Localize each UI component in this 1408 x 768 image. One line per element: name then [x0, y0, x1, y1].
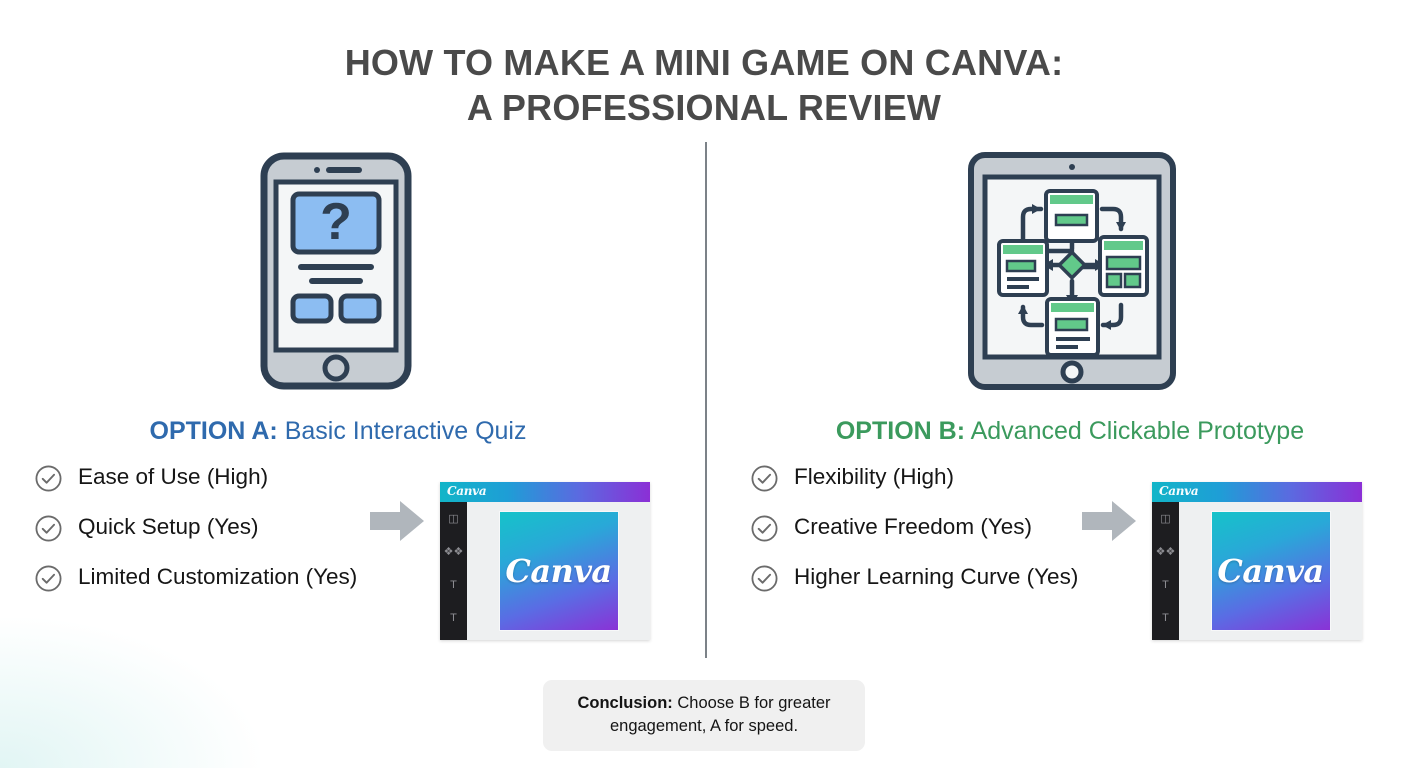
- canva-artwork-label: Canva: [1217, 552, 1324, 590]
- feature-label: Creative Freedom (Yes): [794, 514, 1033, 539]
- check-circle-icon: [751, 565, 778, 592]
- option-b-heading: OPTION B: Advanced Clickable Prototype: [708, 416, 1408, 446]
- option-b-name: Advanced Clickable Prototype: [965, 417, 1305, 445]
- check-circle-icon: [751, 515, 778, 542]
- list-item: Limited Customization (Yes): [34, 562, 364, 593]
- option-a-column: ? OPTION A: Basic Interactive Quiz Ease …: [0, 140, 700, 660]
- feature-label: Higher Learning Curve (Yes): [794, 564, 1079, 589]
- canva-artwork-label: Canva: [505, 552, 612, 590]
- canva-canvas-area: Canva: [467, 502, 650, 640]
- svg-text:?: ?: [320, 193, 352, 251]
- option-b-column: OPTION B: Advanced Clickable Prototype F…: [708, 140, 1408, 660]
- canva-logo: Canva: [1159, 484, 1199, 498]
- canva-editor-mock: Canva ◫ ❖❖ T T Canva: [1152, 482, 1362, 640]
- smartphone-quiz-svg: ?: [260, 152, 412, 389]
- page-title: HOW TO MAKE A MINI GAME ON CANVA: A PROF…: [0, 40, 1408, 131]
- feature-label: Flexibility (High): [794, 464, 955, 489]
- smartphone-quiz-illustration: ?: [0, 148, 700, 393]
- elements-grid-icon[interactable]: ❖❖: [443, 546, 464, 558]
- tablet-flowchart-illustration: [708, 148, 1408, 393]
- check-circle-icon: [35, 515, 62, 542]
- feature-label: Ease of Use (High): [78, 464, 269, 489]
- tablet-flowchart-svg: [968, 151, 1176, 390]
- conclusion-lead: Conclusion:: [577, 694, 673, 712]
- option-b-detail-row: Flexibility (High) Creative Freedom (Yes…: [708, 462, 1408, 640]
- feature-label: Quick Setup (Yes): [78, 514, 259, 539]
- option-b-feature-list: Flexibility (High) Creative Freedom (Yes…: [750, 462, 1080, 612]
- list-item: Creative Freedom (Yes): [750, 512, 1080, 543]
- option-a-tag: OPTION A:: [149, 417, 278, 445]
- flow-node-bottom: [1045, 296, 1100, 357]
- canva-canvas-area: Canva: [1179, 502, 1362, 640]
- option-a-heading: OPTION A: Basic Interactive Quiz: [0, 416, 700, 446]
- text-icon[interactable]: T: [450, 578, 457, 591]
- check-circle-icon: [35, 565, 62, 592]
- column-divider: [705, 142, 707, 658]
- canva-editor-mock: Canva ◫ ❖❖ T T Canva: [440, 482, 650, 640]
- canva-topbar: Canva: [440, 482, 650, 502]
- option-b-tag: OPTION B:: [835, 417, 966, 445]
- text-small-icon[interactable]: T: [450, 611, 457, 624]
- right-arrow-icon: [370, 501, 424, 541]
- option-a-feature-list: Ease of Use (High) Quick Setup (Yes) Lim…: [34, 462, 364, 612]
- layout-icon[interactable]: ◫: [1160, 513, 1171, 525]
- list-item: Ease of Use (High): [34, 462, 364, 493]
- canva-sidebar: ◫ ❖❖ T T: [1152, 502, 1179, 640]
- text-small-icon[interactable]: T: [1162, 611, 1169, 624]
- check-circle-icon: [35, 465, 62, 492]
- right-arrow-icon: [1082, 501, 1136, 541]
- layout-icon[interactable]: ◫: [448, 513, 459, 525]
- list-item: Higher Learning Curve (Yes): [750, 562, 1080, 593]
- canva-artwork: Canva: [1211, 512, 1330, 630]
- page-title-line-1: HOW TO MAKE A MINI GAME ON CANVA:: [344, 42, 1064, 84]
- feature-label: Limited Customization (Yes): [78, 564, 358, 589]
- check-circle-icon: [751, 465, 778, 492]
- conclusion-box: Conclusion: Choose B for greater engagem…: [543, 680, 865, 751]
- list-item: Quick Setup (Yes): [34, 512, 364, 543]
- option-a-name: Basic Interactive Quiz: [277, 417, 527, 445]
- canva-topbar: Canva: [1152, 482, 1362, 502]
- option-a-detail-row: Ease of Use (High) Quick Setup (Yes) Lim…: [0, 462, 700, 640]
- conclusion-text: Choose B for greater engagement, A for s…: [609, 694, 831, 736]
- elements-grid-icon[interactable]: ❖❖: [1155, 546, 1176, 558]
- canva-logo: Canva: [447, 484, 487, 498]
- flow-node-right: [1098, 234, 1149, 297]
- canva-sidebar: ◫ ❖❖ T T: [440, 502, 467, 640]
- canva-artwork: Canva: [499, 512, 618, 630]
- flow-node-top: [1044, 188, 1099, 243]
- page-title-line-2: A PROFESSIONAL REVIEW: [466, 87, 942, 129]
- flow-node-left: [997, 238, 1049, 297]
- list-item: Flexibility (High): [750, 462, 1080, 493]
- text-icon[interactable]: T: [1162, 578, 1169, 591]
